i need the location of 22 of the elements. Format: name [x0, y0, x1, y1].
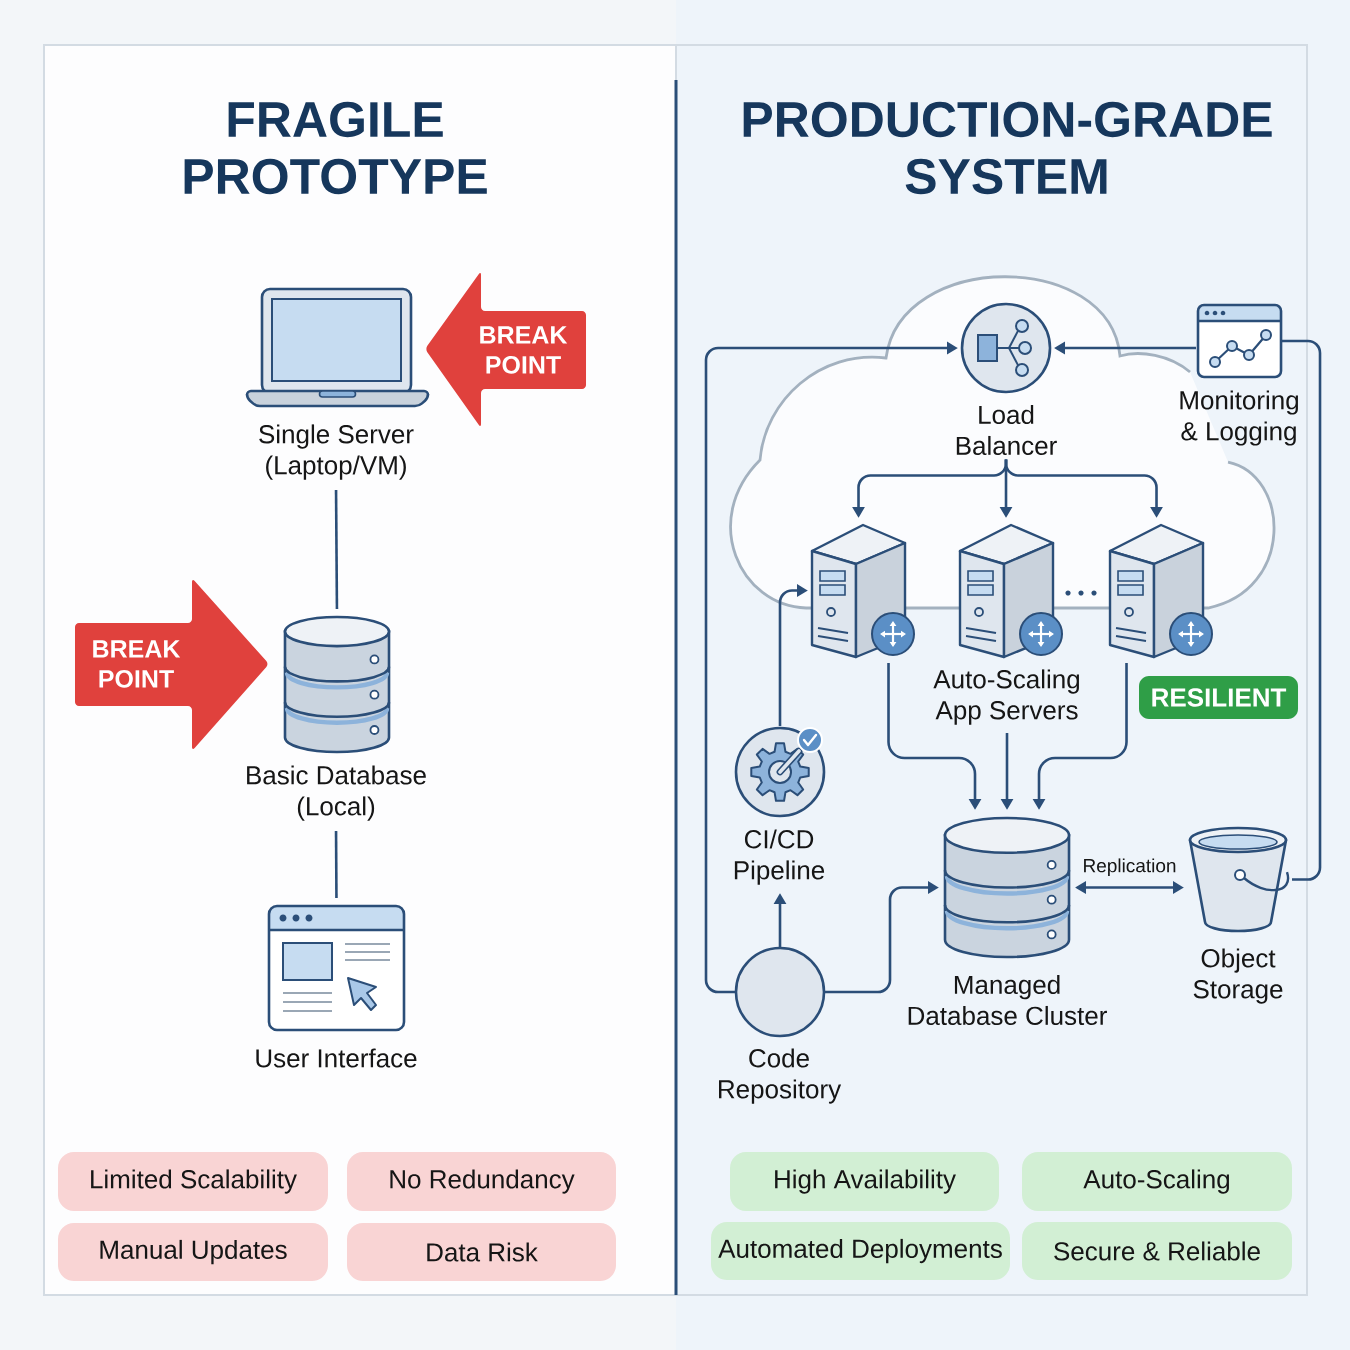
heading: FRAGILE PROTOTYPE: [184, 101, 487, 195]
node-label: CI/CD Pipeline: [734, 829, 825, 885]
heading: PRODUCTION-GRADE SYSTEM: [743, 101, 1272, 195]
feature-tag: Secure & Reliable: [1022, 1222, 1292, 1280]
feature-tag: Data Risk: [347, 1223, 616, 1281]
node-label: Basic Database (Local): [247, 765, 426, 821]
feature-tag: Manual Updates: [58, 1223, 328, 1281]
node-label: User Interface: [256, 1048, 417, 1068]
status-badge: RESILIENT: [1139, 676, 1298, 719]
node-label: Auto-Scaling App Servers: [933, 669, 1080, 725]
feature-tag: High Availability: [730, 1152, 999, 1211]
node-label: Object Storage: [1193, 948, 1283, 1004]
feature-tag: Limited Scalability: [58, 1152, 328, 1211]
node-label: Single Server (Laptop/VM): [259, 424, 414, 480]
feature-tag: Auto-Scaling: [1022, 1152, 1292, 1211]
node-label: Monitoring & Logging: [1180, 390, 1299, 446]
node-label: Load Balancer: [956, 404, 1057, 456]
feature-tag: No Redundancy: [347, 1152, 616, 1211]
feature-tag: Automated Deployments: [711, 1222, 1010, 1280]
node-label: Managed Database Cluster: [908, 974, 1107, 1026]
node-label: Code Repository: [719, 1048, 842, 1104]
edge-label: Replication: [1079, 855, 1180, 880]
